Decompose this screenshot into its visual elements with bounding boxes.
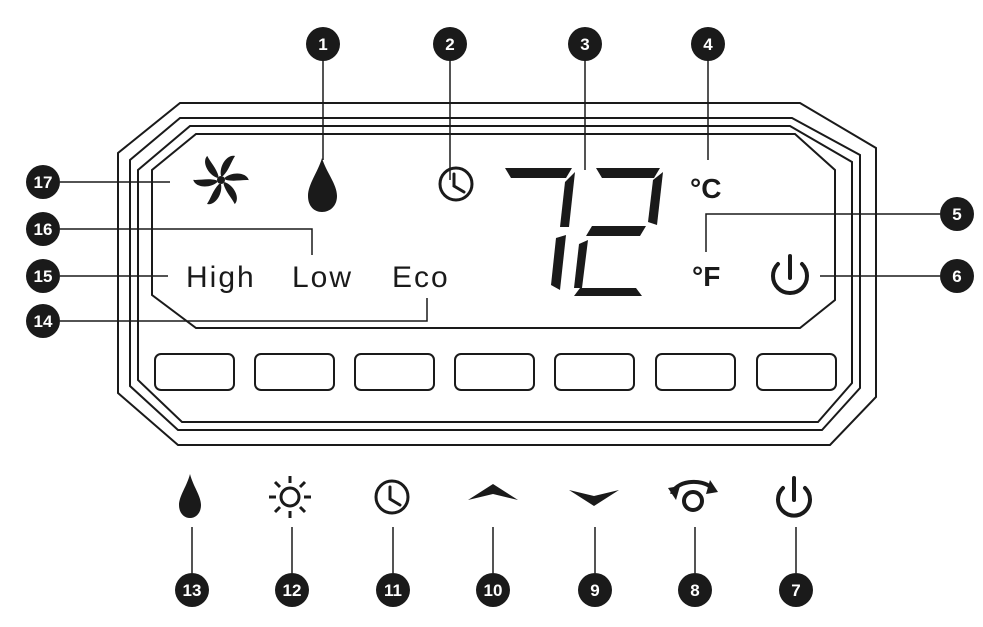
- svg-text:8: 8: [690, 581, 699, 600]
- svg-text:13: 13: [183, 581, 202, 600]
- lcd-screen: [151, 133, 836, 329]
- callout-11: 11: [376, 573, 410, 607]
- chevron-up-icon[interactable]: [468, 484, 518, 500]
- svg-text:14: 14: [34, 312, 53, 331]
- svg-text:17: 17: [34, 173, 53, 192]
- callout-9: 9: [578, 573, 612, 607]
- callout-3: 3: [568, 27, 602, 61]
- fahrenheit-label: °F: [692, 261, 720, 292]
- button-2[interactable]: [254, 353, 335, 391]
- fan-high-label: High: [186, 261, 256, 294]
- svg-text:16: 16: [34, 220, 53, 239]
- chevron-down-icon[interactable]: [569, 490, 619, 506]
- celsius-label: °C: [690, 173, 721, 204]
- button-7[interactable]: [756, 353, 837, 391]
- callout-14: 14: [26, 304, 60, 338]
- callout-4: 4: [691, 27, 725, 61]
- button-row: [154, 353, 837, 391]
- button-5[interactable]: [554, 353, 635, 391]
- callout-2: 2: [433, 27, 467, 61]
- button-1[interactable]: [154, 353, 235, 391]
- callout-10: 10: [476, 573, 510, 607]
- fan-eco-label: Eco: [392, 261, 450, 294]
- water-drop-icon: [308, 158, 337, 212]
- callout-15: 15: [26, 259, 60, 293]
- fan-icon: [193, 155, 249, 205]
- callout-5: 5: [940, 197, 974, 231]
- callout-8: 8: [678, 573, 712, 607]
- svg-text:7: 7: [791, 581, 800, 600]
- callout-7: 7: [779, 573, 813, 607]
- svg-text:9: 9: [590, 581, 599, 600]
- water-drop-icon[interactable]: [179, 474, 201, 518]
- svg-text:4: 4: [703, 35, 713, 54]
- sun-icon[interactable]: [269, 476, 311, 518]
- button-4[interactable]: [454, 353, 535, 391]
- power-icon[interactable]: [776, 476, 812, 518]
- svg-text:15: 15: [34, 267, 53, 286]
- fan-low-label: Low: [292, 261, 353, 294]
- callout-17: 17: [26, 165, 60, 199]
- callout-6: 6: [940, 259, 974, 293]
- svg-text:11: 11: [384, 581, 402, 600]
- timer-clock-icon[interactable]: [374, 479, 410, 515]
- panel-housing: [117, 102, 877, 446]
- leader-lines: [60, 60, 940, 573]
- svg-text:10: 10: [484, 581, 503, 600]
- svg-text:2: 2: [445, 35, 454, 54]
- callout-1: 1: [306, 27, 340, 61]
- svg-text:6: 6: [952, 267, 961, 286]
- timer-clock-icon: [438, 166, 474, 202]
- svg-text:12: 12: [283, 581, 302, 600]
- temperature-digits: [505, 168, 663, 296]
- button-3[interactable]: [354, 353, 435, 391]
- callout-16: 16: [26, 212, 60, 246]
- svg-text:5: 5: [952, 205, 961, 224]
- button-6[interactable]: [655, 353, 736, 391]
- callout-12: 12: [275, 573, 309, 607]
- svg-text:3: 3: [580, 35, 589, 54]
- rotate-icon[interactable]: [668, 479, 718, 512]
- power-icon: [771, 254, 809, 296]
- callout-13: 13: [175, 573, 209, 607]
- svg-text:1: 1: [318, 35, 327, 54]
